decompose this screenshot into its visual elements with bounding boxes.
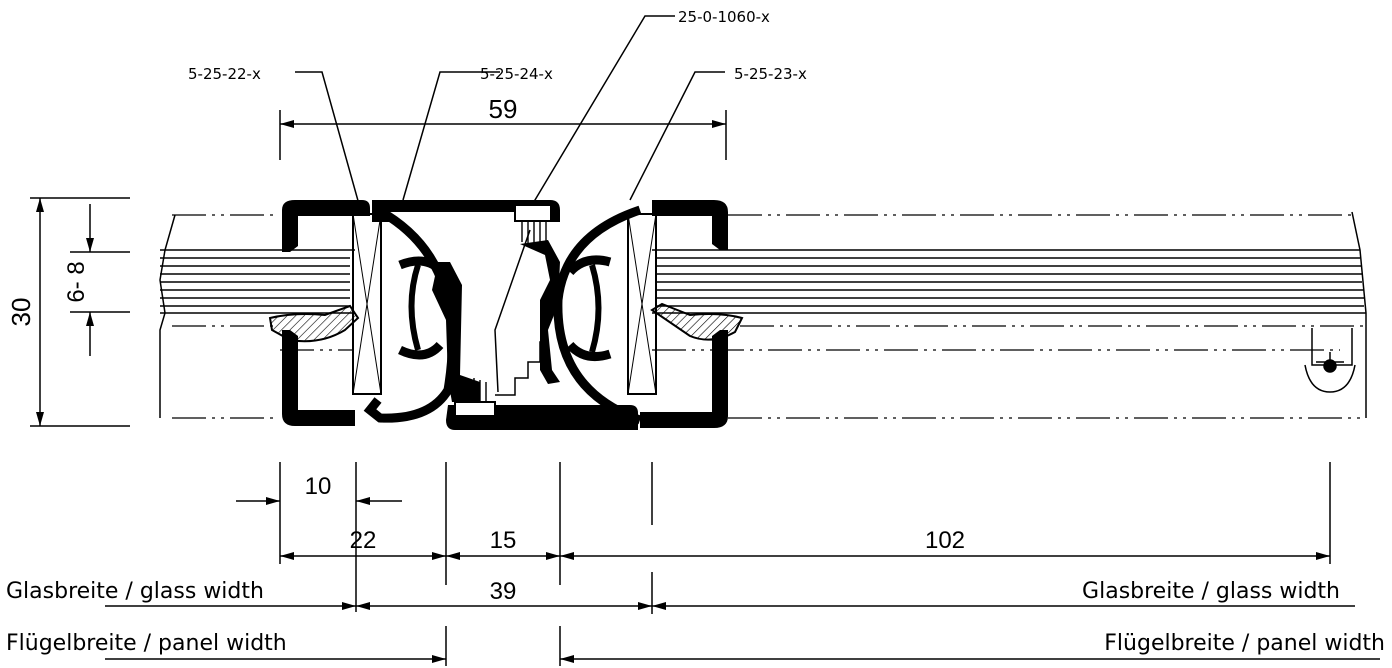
dimension-30 <box>30 197 130 427</box>
glass-pane-right <box>652 211 1367 418</box>
dimension-glass-thickness-label: 6- 8 <box>63 261 90 302</box>
part-number-25-0-1060-x: 25-0-1060-x <box>678 8 770 26</box>
dimension-59-label: 59 <box>489 94 518 124</box>
part-number-5-25-22-x: 5-25-22-x <box>188 65 261 83</box>
part-number-5-25-24-x: 5-25-24-x <box>480 65 553 83</box>
dimension-glass-thickness <box>70 204 130 356</box>
left-frame-profile <box>268 200 457 426</box>
glass-width-label-right: Glasbreite / glass width <box>1082 579 1340 604</box>
dimension-59 <box>279 110 727 160</box>
leader-lines <box>295 15 725 216</box>
dimension-39-label: 39 <box>490 578 517 605</box>
part-number-5-25-23-x: 5-25-23-x <box>734 65 807 83</box>
panel-width-label-right: Flügelbreite / panel width <box>1104 631 1385 656</box>
center-interlock-profile <box>372 200 638 430</box>
dimension-22-label: 22 <box>350 527 377 554</box>
handle-fitting <box>1304 328 1356 393</box>
dimension-10-label: 10 <box>305 473 332 500</box>
glass-pane-left <box>159 214 355 418</box>
dimension-30-label: 30 <box>6 298 36 327</box>
dimension-15-label: 15 <box>490 527 517 554</box>
panel-width-label-left: Flügelbreite / panel width <box>6 631 287 656</box>
right-frame-profile <box>553 200 744 428</box>
dimension-102-label: 102 <box>925 527 965 554</box>
glass-width-label-left: Glasbreite / glass width <box>6 579 264 604</box>
